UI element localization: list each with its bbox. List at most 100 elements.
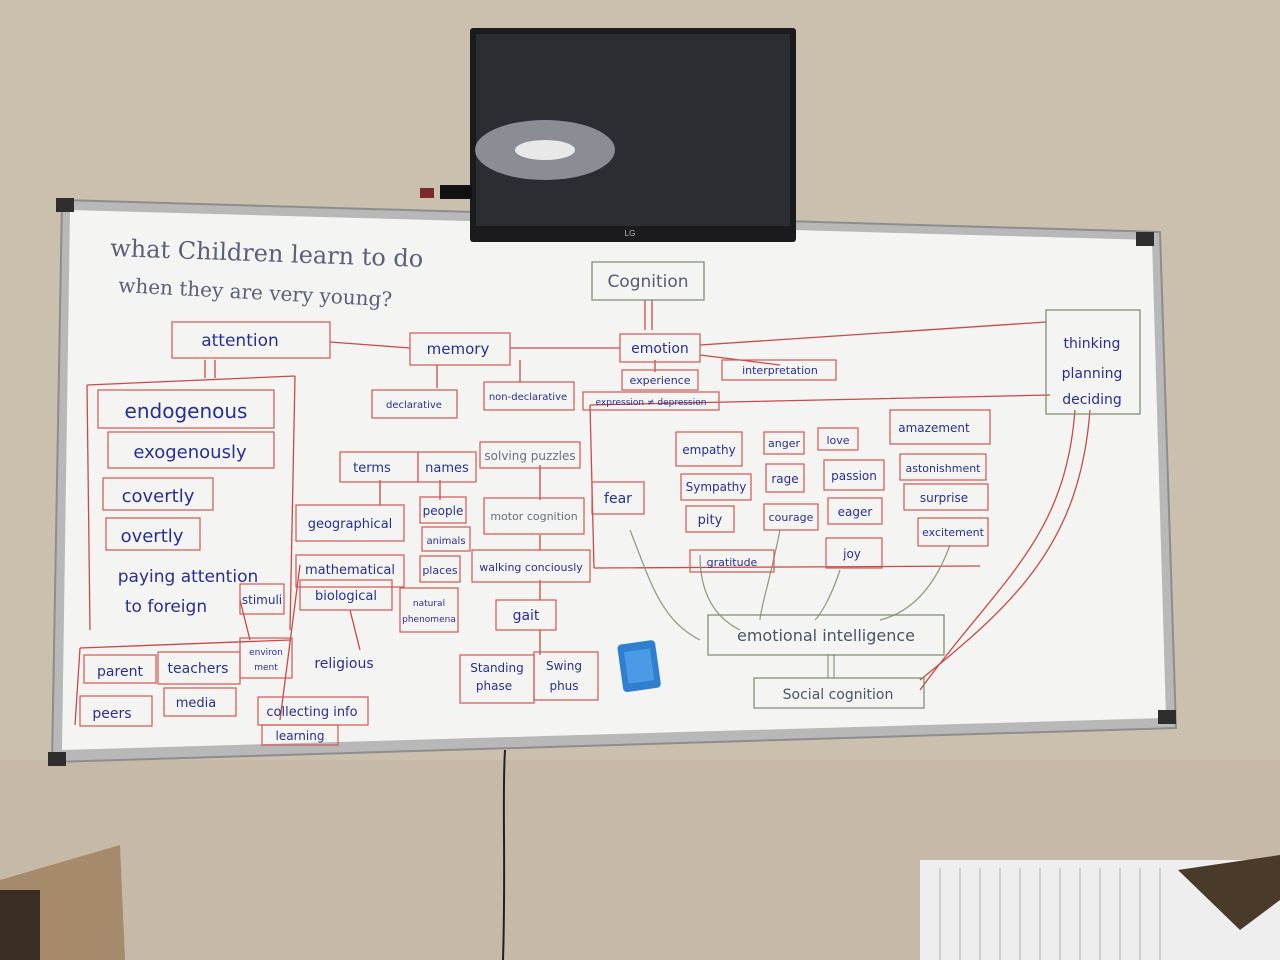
node-overtly: overtly xyxy=(121,526,184,547)
node-cognition: Cognition xyxy=(607,272,688,292)
node-to-foreign: to foreign xyxy=(125,597,207,617)
node-nondeclarative: non-declarative xyxy=(489,392,567,403)
node-memory: memory xyxy=(427,340,490,358)
mindmap-labels: Cognition attention memory emotion think… xyxy=(92,272,1122,743)
node-stimuli: stimuli xyxy=(242,593,282,607)
box-love xyxy=(817,427,859,451)
box-excitement xyxy=(917,517,989,547)
node-declarative: declarative xyxy=(386,400,442,411)
box-interpretation xyxy=(721,359,837,381)
node-names: names xyxy=(425,461,469,476)
node-covertly: covertly xyxy=(122,486,195,507)
box-experience xyxy=(621,369,699,391)
frame-corner-br xyxy=(1158,710,1176,724)
node-geographical: geographical xyxy=(308,517,393,532)
link-thinking-social-2 xyxy=(919,409,1076,691)
node-media: media xyxy=(176,696,217,711)
node-motor-cognition: motor cognition xyxy=(490,510,577,523)
cable xyxy=(502,749,506,960)
box-environment xyxy=(239,637,293,679)
node-excitement: excitement xyxy=(922,526,985,539)
box-endogenous xyxy=(97,389,275,429)
node-emotional-intelligence: emotional intelligence xyxy=(737,626,915,645)
desk-right xyxy=(1178,855,1280,930)
box-peers xyxy=(79,695,153,727)
node-environment-2: ment xyxy=(254,663,278,673)
node-fear: fear xyxy=(604,491,632,507)
node-standing-phase: phase xyxy=(476,679,512,693)
tv-cable-plug xyxy=(440,185,472,199)
node-experience: experience xyxy=(630,374,691,387)
node-astonishment: astonishment xyxy=(905,462,981,475)
box-fear xyxy=(591,481,645,515)
radiator-fins xyxy=(939,868,1161,960)
node-endogenous: endogenous xyxy=(125,399,248,423)
node-amazement: amazement xyxy=(898,421,970,435)
box-solving xyxy=(479,441,581,469)
box-surprise xyxy=(903,483,989,511)
node-phenomena: phenomena xyxy=(402,615,456,625)
node-planning: planning xyxy=(1062,366,1123,382)
node-deciding: deciding xyxy=(1062,392,1122,408)
box-thinking xyxy=(1045,309,1141,415)
node-passion: passion xyxy=(831,469,877,483)
eraser-top xyxy=(624,648,655,684)
frame-corner-bl xyxy=(48,752,66,766)
node-exogenously: exogenously xyxy=(133,442,247,463)
box-joy xyxy=(825,537,883,569)
box-natural xyxy=(399,587,459,633)
node-paying-attention: paying attention xyxy=(118,567,259,587)
box-motor xyxy=(483,497,585,535)
box-stimuli xyxy=(239,583,285,615)
tv-brand: LG xyxy=(625,229,636,238)
box-gait xyxy=(495,599,557,631)
node-gratitude: gratitude xyxy=(707,556,758,569)
link-memory xyxy=(436,360,521,388)
box-expression xyxy=(582,391,720,411)
node-swing: Swing xyxy=(546,659,582,673)
box-media xyxy=(163,687,237,717)
node-walking: walking conciously xyxy=(479,561,583,574)
box-empathy xyxy=(675,431,743,467)
node-parent: parent xyxy=(97,664,143,680)
box-covertly xyxy=(102,477,214,511)
node-swing-phase: phus xyxy=(549,679,578,693)
television: LG xyxy=(420,28,796,242)
box-emotional-intelligence xyxy=(707,614,945,656)
node-standing: Standing xyxy=(470,661,523,675)
node-religious: religious xyxy=(314,656,373,672)
board-eraser xyxy=(617,640,661,693)
box-geographical xyxy=(295,504,405,542)
box-rage xyxy=(765,463,805,493)
box-animals xyxy=(421,526,471,552)
link-top-row xyxy=(329,321,1047,349)
mindmap-boxes xyxy=(79,261,1141,746)
node-sympathy: Sympathy xyxy=(686,480,747,494)
node-natural: natural xyxy=(413,599,445,609)
link-attention-box xyxy=(86,375,296,631)
box-anger xyxy=(763,431,805,455)
link-left-sub xyxy=(279,564,361,721)
box-overtly xyxy=(105,517,201,551)
node-love: love xyxy=(826,434,849,447)
node-surprise: surprise xyxy=(920,491,968,505)
node-teachers: teachers xyxy=(168,661,229,677)
node-biological: biological xyxy=(315,589,377,604)
node-animals: animals xyxy=(426,536,465,547)
box-sympathy xyxy=(680,473,752,501)
box-eager xyxy=(827,497,883,525)
link-attention xyxy=(204,360,216,378)
box-astonishment xyxy=(899,453,987,481)
node-thinking: thinking xyxy=(1064,336,1121,352)
box-names xyxy=(417,451,477,483)
node-empathy: empathy xyxy=(682,443,735,457)
box-mathematical xyxy=(295,554,405,588)
node-eager: eager xyxy=(838,505,873,519)
node-social-cognition: Social cognition xyxy=(783,687,894,703)
node-collecting-info: collecting info xyxy=(266,705,357,720)
box-amazement xyxy=(889,409,991,445)
box-courage xyxy=(763,503,819,531)
box-social-cognition xyxy=(753,677,925,709)
box-cognition xyxy=(591,261,705,301)
